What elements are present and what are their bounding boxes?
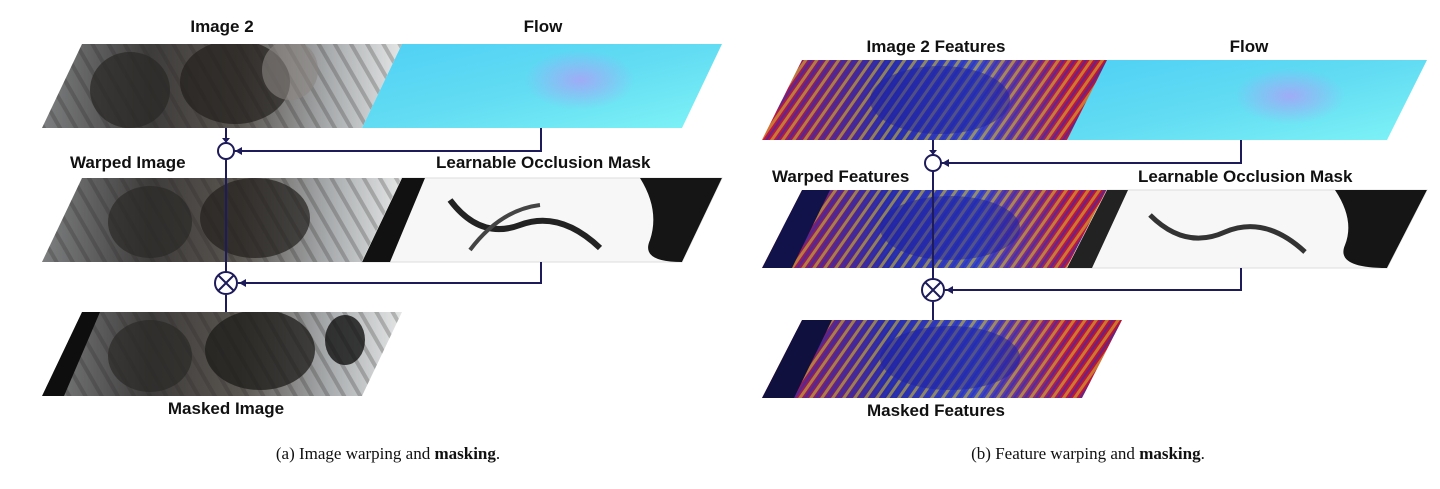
arrowhead [946, 286, 953, 294]
occlusion-mask [1066, 189, 1428, 269]
warped-features-label: Warped Features [772, 167, 909, 186]
arrowhead [239, 279, 246, 287]
warp-operator-icon [217, 142, 235, 160]
flow-field [1067, 60, 1427, 140]
flow-label: Flow [1230, 37, 1269, 56]
arrowhead [929, 150, 937, 155]
panel-b: Image 2 Features Flow Warped Features Le… [762, 37, 1428, 463]
occlusion-mask-label: Learnable Occlusion Mask [1138, 167, 1353, 186]
caption-a: (a) Image warping and masking. [276, 444, 500, 463]
image-2-label: Image 2 [190, 17, 253, 36]
multiply-operator-icon [921, 278, 945, 302]
warped-image-label: Warped Image [70, 153, 186, 172]
flow-field [362, 44, 722, 128]
occlusion-mask [361, 177, 723, 263]
flow-to-warp-connector [941, 140, 1242, 164]
mask-to-multiply-connector [238, 262, 542, 284]
caption-b: (b) Feature warping and masking. [971, 444, 1205, 463]
occlusion-mask-label: Learnable Occlusion Mask [436, 153, 651, 172]
flow-to-warp-connector [234, 128, 542, 152]
image-2-features [762, 60, 1122, 140]
image-2-photo [42, 44, 402, 128]
arrowhead [235, 147, 242, 155]
image-2-features-label: Image 2 Features [867, 37, 1006, 56]
warped-image [42, 178, 402, 262]
masked-image-label: Masked Image [168, 399, 284, 418]
multiply-operator-icon [214, 271, 238, 295]
warp-operator-icon [924, 154, 942, 172]
mask-to-multiply-connector [945, 268, 1242, 291]
masked-image [42, 312, 402, 396]
arrowhead [942, 159, 949, 167]
arrowhead [222, 138, 230, 143]
masked-features-label: Masked Features [867, 401, 1005, 420]
panel-a: Image 2 Flow Warped Image Learnable Occl… [42, 17, 723, 463]
warped-features [762, 190, 1122, 268]
masked-features [762, 320, 1122, 398]
flow-label: Flow [524, 17, 563, 36]
